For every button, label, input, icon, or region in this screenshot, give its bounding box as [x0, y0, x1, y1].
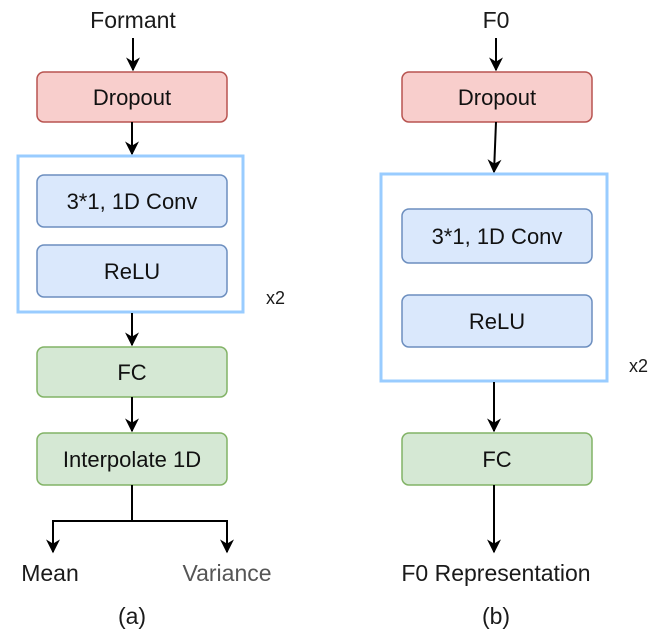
fc-block-b: FC — [401, 432, 593, 486]
conv-label-b: 3*1, 1D Conv — [432, 224, 563, 249]
conv-block-a: 3*1, 1D Conv — [36, 174, 228, 228]
caption-b: (b) — [482, 603, 510, 629]
branch-connector-a — [46, 485, 234, 554]
relu-block-b: ReLU — [401, 294, 593, 348]
panel-b: F0 Dropout 3*1, 1D Conv ReLU x2 FC F0 Re… — [379, 7, 648, 629]
f0-representation-label: F0 Representation — [401, 560, 590, 586]
dropout-label-a: Dropout — [93, 85, 171, 110]
relu-label-a: ReLU — [104, 259, 160, 284]
caption-a: (a) — [118, 603, 146, 629]
fc-block-a: FC — [36, 346, 228, 398]
panel-a: Formant Dropout 3*1, 1D Conv ReLU x2 FC … — [16, 7, 285, 629]
conv-label-a: 3*1, 1D Conv — [67, 189, 198, 214]
arrow-dropout-to-conv-group-b — [487, 121, 502, 174]
f0-input-label: F0 — [483, 7, 510, 33]
variance-output-label: Variance — [182, 560, 271, 586]
fc-label-a: FC — [117, 360, 146, 385]
relu-block-a: ReLU — [36, 244, 228, 298]
interpolate-block-a: Interpolate 1D — [36, 432, 228, 486]
mean-output-label: Mean — [21, 560, 79, 586]
dropout-label-b: Dropout — [458, 85, 536, 110]
interpolate-label-a: Interpolate 1D — [63, 447, 201, 472]
conv-block-b: 3*1, 1D Conv — [401, 208, 593, 264]
dropout-block-a: Dropout — [36, 71, 228, 123]
conv-relu-group-b — [379, 172, 609, 383]
formant-input-label: Formant — [90, 7, 176, 33]
repeat-label-a: x2 — [266, 288, 285, 308]
fc-label-b: FC — [482, 447, 511, 472]
repeat-label-b: x2 — [629, 356, 648, 376]
dropout-block-b: Dropout — [401, 71, 593, 123]
relu-label-b: ReLU — [469, 309, 525, 334]
